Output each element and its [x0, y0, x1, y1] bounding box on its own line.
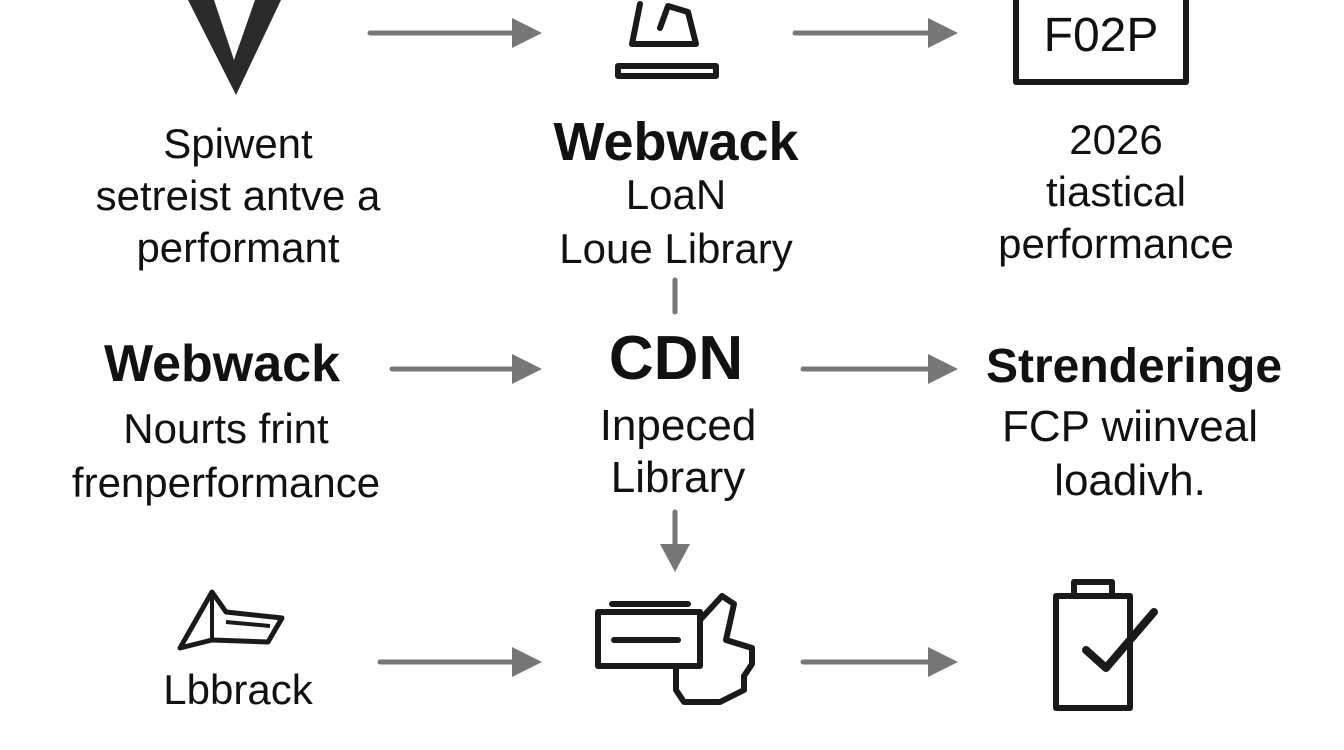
node-r1c2-title: Webwack — [553, 112, 799, 172]
node-r1c3-line-3: performance — [998, 220, 1234, 267]
node-r1c3-line-1: 2026 — [1069, 116, 1163, 163]
node-r3c1-label: Lbbrack — [163, 666, 313, 713]
node-r2c1-line-2: frenperformance — [71, 459, 381, 506]
node-r2c2-title: CDN — [608, 324, 744, 393]
flag-icon — [177, 589, 285, 651]
arrow-r3-c2-c3 — [800, 647, 958, 677]
node-r2c1-title: Webwack — [103, 335, 341, 393]
chess-pawn-icon — [615, 1, 719, 79]
arrow-r1-c2-c3 — [792, 18, 958, 48]
node-r2c3-line-1: FCP wiinveal — [1002, 402, 1258, 451]
node-r1c1-line-3: performant — [136, 224, 340, 271]
v-logo-icon — [188, 0, 281, 95]
node-r1c2-line-1: LoaN — [625, 171, 727, 218]
badge-frame — [1013, 0, 1189, 85]
node-r2c2-line-2: Library — [610, 453, 746, 502]
arrow-r3-c1-c2 — [377, 647, 542, 677]
arrow-r1-c1-c2 — [367, 18, 542, 48]
node-r1c1-text: Spiwent setreist antve a performant — [96, 118, 381, 274]
node-r2c2-text: Inpeced Library — [600, 400, 757, 504]
node-r1c3-badge: F02P — [1043, 9, 1159, 62]
thumbs-up-icon — [595, 593, 755, 705]
node-r2c1-text: Nourts frint frenperformance — [72, 402, 380, 510]
node-r1c3-line-2: tiastical — [1045, 168, 1187, 215]
node-r1c3-text: 2026 tiastical performance — [998, 114, 1234, 270]
clipboard-check-icon — [1053, 579, 1158, 711]
node-r1c2-line-2: Loue Library — [559, 225, 793, 272]
arrow-r2c2-r3c2 — [660, 509, 690, 572]
node-r2c2-line-1: Inpeced — [599, 401, 757, 450]
node-r1c1-line-1: Spiwent — [163, 120, 313, 167]
node-r2c1-line-1: Nourts frint — [123, 405, 329, 452]
node-r1c1-line-2: setreist antve a — [95, 172, 381, 219]
node-r2c3-title: Strenderinge — [985, 340, 1283, 393]
arrow-r2-c2-c3 — [800, 354, 958, 384]
node-r2c3-line-2: loadivh. — [1054, 456, 1206, 505]
arrow-r2-c1-c2 — [389, 354, 542, 384]
node-r2c3-text: FCP wiinveal loadivh. — [1002, 400, 1258, 508]
node-r1c2-text: LoaN Loue Library — [559, 168, 792, 276]
